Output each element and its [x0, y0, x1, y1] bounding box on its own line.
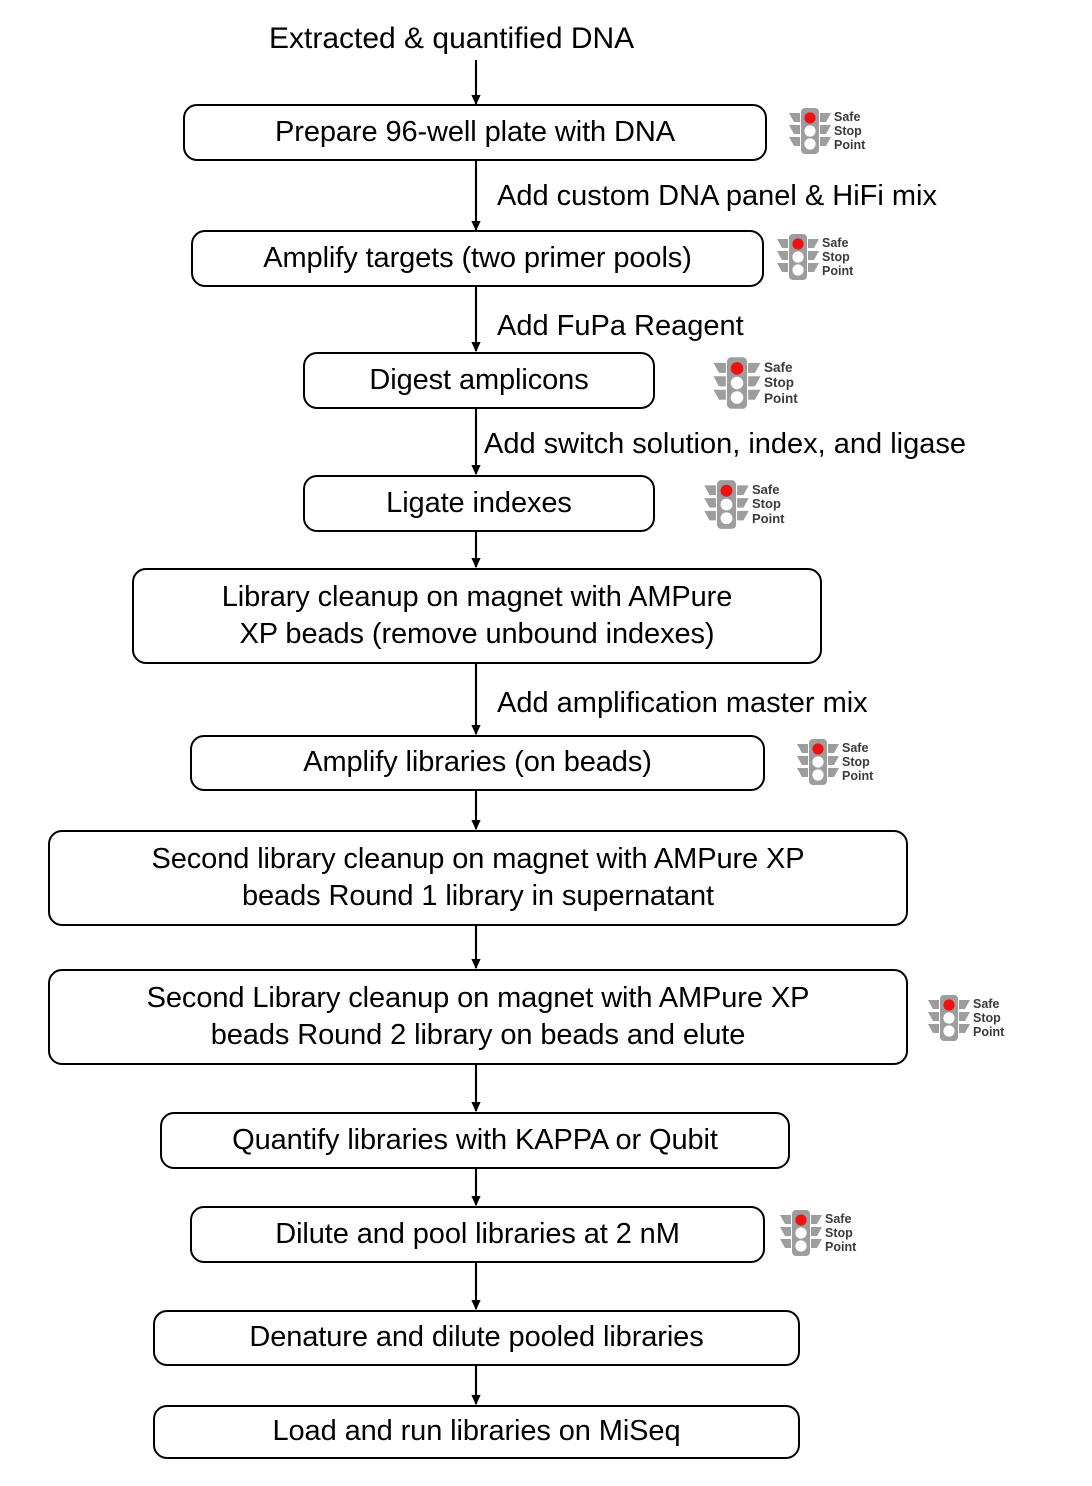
node-quantify-libraries[interactable]: Quantify libraries with KAPPA or Qubit: [160, 1112, 790, 1169]
badge-line-2: Stop: [752, 496, 781, 512]
badge-line-2: Stop: [842, 755, 870, 769]
badge-line-3: Point: [822, 264, 854, 278]
badge-line-2: Stop: [764, 375, 794, 391]
node-label: Quantify libraries with KAPPA or Qubit: [232, 1123, 718, 1156]
node-amplify-libraries[interactable]: Amplify libraries (on beads): [190, 735, 765, 791]
badge-line-3: Point: [825, 1240, 857, 1254]
traffic-light-icon: [797, 739, 839, 785]
traffic-light-icon: [928, 995, 970, 1041]
badge-line-3: Point: [834, 138, 866, 152]
traffic-light-icon: [777, 234, 819, 280]
badge-line-3: Point: [973, 1025, 1005, 1039]
node-second-library-cleanup-round-1[interactable]: Second library cleanup on magnet with AM…: [48, 830, 908, 926]
traffic-light-icon: [780, 1210, 822, 1256]
safe-stop-point-badge: Safe Stop Point: [780, 1208, 856, 1258]
edge-label-add-fupa-reagent: Add FuPa Reagent: [497, 310, 744, 342]
node-dilute-and-pool-libraries[interactable]: Dilute and pool libraries at 2 nM: [190, 1206, 765, 1263]
start-label: Extracted & quantified DNA: [269, 22, 635, 55]
node-label: Denature and dilute pooled libraries: [249, 1321, 704, 1354]
badge-line-3: Point: [842, 769, 874, 783]
safe-stop-point-text: Safe Stop Point: [822, 236, 853, 278]
badge-line-2: Stop: [825, 1226, 853, 1240]
safe-stop-point-badge: Safe Stop Point: [789, 106, 865, 156]
safe-stop-point-badge: Safe Stop Point: [713, 355, 798, 411]
node-label: Dilute and pool libraries at 2 nM: [275, 1217, 680, 1250]
safe-stop-point-text: Safe Stop Point: [834, 110, 865, 152]
node-label: Library cleanup on magnet with AMPure XP…: [221, 580, 733, 650]
traffic-light-icon: [713, 357, 761, 409]
safe-stop-point-badge: Safe Stop Point: [928, 993, 1004, 1043]
safe-stop-point-text: Safe Stop Point: [973, 997, 1004, 1039]
badge-line-1: Safe: [834, 110, 861, 124]
safe-stop-point-text: Safe Stop Point: [825, 1212, 856, 1254]
node-ligate-indexes[interactable]: Ligate indexes: [303, 475, 655, 532]
safe-stop-point-text: Safe Stop Point: [752, 481, 785, 527]
node-digest-amplicons[interactable]: Digest amplicons: [303, 352, 655, 409]
badge-line-1: Safe: [825, 1212, 852, 1226]
badge-line-1: Safe: [973, 997, 1000, 1011]
safe-stop-point-text: Safe Stop Point: [764, 360, 798, 405]
badge-line-1: Safe: [822, 236, 849, 250]
edge-label-add-switch-solution: Add switch solution, index, and ligase: [484, 428, 967, 460]
node-amplify-targets[interactable]: Amplify targets (two primer pools): [191, 230, 764, 287]
node-library-cleanup[interactable]: Library cleanup on magnet with AMPure XP…: [132, 568, 822, 664]
badge-line-1: Safe: [842, 741, 869, 755]
badge-line-2: Stop: [973, 1011, 1001, 1025]
node-prepare-96-well-plate[interactable]: Prepare 96-well plate with DNA: [183, 104, 767, 161]
safe-stop-point-badge: Safe Stop Point: [704, 478, 785, 531]
traffic-light-icon: [789, 108, 831, 154]
badge-line-2: Stop: [834, 124, 862, 138]
edge-label-add-custom-dna-panel: Add custom DNA panel & HiFi mix: [497, 180, 937, 212]
node-label: Load and run libraries on MiSeq: [272, 1415, 681, 1448]
node-label: Second Library cleanup on magnet with AM…: [146, 981, 810, 1051]
node-second-library-cleanup-round-2[interactable]: Second Library cleanup on magnet with AM…: [48, 969, 908, 1065]
node-load-and-run-miseq[interactable]: Load and run libraries on MiSeq: [153, 1405, 800, 1459]
badge-line-3: Point: [752, 510, 785, 526]
safe-stop-point-badge: Safe Stop Point: [797, 737, 873, 787]
safe-stop-point-badge: Safe Stop Point: [777, 232, 853, 282]
badge-line-1: Safe: [764, 360, 793, 376]
node-label: Digest amplicons: [369, 363, 589, 396]
node-label: Ligate indexes: [386, 486, 572, 519]
safe-stop-point-text: Safe Stop Point: [842, 741, 873, 783]
traffic-light-icon: [704, 480, 749, 529]
node-label: Amplify targets (two primer pools): [263, 241, 692, 274]
badge-line-1: Safe: [752, 481, 780, 497]
node-label: Second library cleanup on magnet with AM…: [151, 842, 805, 912]
badge-line-3: Point: [764, 390, 798, 406]
node-label: Prepare 96-well plate with DNA: [275, 115, 675, 148]
badge-line-2: Stop: [822, 250, 850, 264]
node-label: Amplify libraries (on beads): [303, 746, 652, 779]
edge-label-add-amplification-master-mix: Add amplification master mix: [497, 687, 868, 719]
node-denature-and-dilute[interactable]: Denature and dilute pooled libraries: [153, 1310, 800, 1366]
